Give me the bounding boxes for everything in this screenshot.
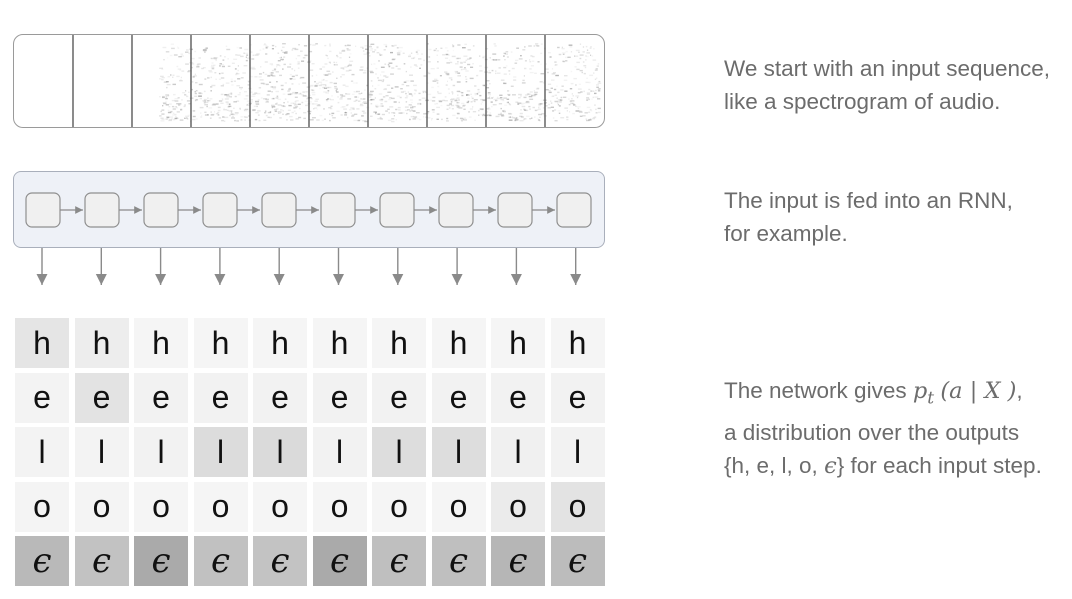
output-cell-l: l (312, 427, 367, 477)
output-cell-l: l (74, 427, 129, 477)
output-cell-e: e (15, 372, 69, 423)
output-cell-o: o (372, 481, 426, 532)
caption-input-line-1: We start with an input sequence, (724, 56, 1051, 81)
math-p: p (912, 378, 928, 404)
output-cell-h: h (74, 318, 129, 368)
output-cell-h: h (312, 318, 367, 368)
rnn-cell (379, 192, 415, 228)
caption-rnn: The input is fed into an RNN, for exampl… (724, 184, 1013, 250)
output-cell-h: h (15, 318, 69, 368)
output-cell-e: e (253, 372, 307, 423)
spectrogram-texture (159, 43, 602, 123)
caption-input: We start with an input sequence, like a … (724, 52, 1050, 118)
caption-output-line-3: {h, e, l, o, ϵ} for each input step. (724, 449, 1042, 483)
output-cell-o: o (550, 481, 605, 532)
output-cell-l: l (15, 427, 69, 477)
caption-output-set-suffix: } for each input step. (836, 452, 1042, 478)
output-cell-l: l (134, 427, 188, 477)
output-cell-epsilon: ϵ (74, 536, 129, 586)
output-cell-e: e (74, 372, 129, 423)
output-cell-e: e (491, 372, 545, 423)
output-cell-epsilon: ϵ (431, 536, 486, 586)
rnn-cell (202, 192, 238, 228)
math-epsilon: ϵ (824, 452, 837, 479)
caption-rnn-line-1: The input is fed into an RNN, (724, 188, 1013, 213)
rnn-cell (84, 192, 120, 228)
output-cell-h: h (550, 318, 605, 368)
caption-output-suffix: , (1016, 378, 1023, 403)
output-cell-e: e (550, 372, 605, 423)
caption-output: The network gives pt (a | X ), a distrib… (724, 374, 1042, 483)
output-cell-epsilon: ϵ (253, 536, 307, 586)
output-cell-e: e (312, 372, 367, 423)
spectrogram-box (13, 34, 605, 128)
output-cell-o: o (74, 481, 129, 532)
output-cell-epsilon: ϵ (491, 536, 545, 586)
output-cell-epsilon: ϵ (312, 536, 367, 586)
caption-output-set-prefix: {h, e, l, o, (724, 452, 825, 478)
rnn-cell (143, 192, 179, 228)
output-cell-l: l (550, 427, 605, 477)
caption-input-line-2: like a spectrogram of audio. (724, 89, 1001, 114)
output-cell-e: e (372, 372, 426, 423)
output-cell-l: l (372, 427, 426, 477)
output-cell-epsilon: ϵ (550, 536, 605, 586)
output-cell-h: h (134, 318, 188, 368)
output-cell-h: h (491, 318, 545, 368)
output-cell-o: o (431, 481, 486, 532)
rnn-cell (556, 192, 592, 228)
output-cell-h: h (431, 318, 486, 368)
caption-rnn-line-2: for example. (724, 221, 848, 246)
output-cell-o: o (193, 481, 248, 532)
rnn-band (13, 171, 605, 248)
output-cell-o: o (253, 481, 307, 532)
spectrogram-image (72, 35, 602, 127)
output-cell-l: l (253, 427, 307, 477)
output-cell-o: o (312, 481, 367, 532)
caption-output-prefix: The network gives (724, 378, 913, 403)
output-cell-l: l (431, 427, 486, 477)
output-cell-o: o (134, 481, 188, 532)
caption-output-line-1: The network gives pt (a | X ), (724, 378, 1023, 409)
caption-output-line-2: a distribution over the outputs (724, 419, 1020, 445)
rnn-cell (25, 192, 61, 228)
math-t: t (927, 388, 935, 409)
output-cell-epsilon: ϵ (193, 536, 248, 586)
output-cell-o: o (491, 481, 545, 532)
output-cell-h: h (253, 318, 307, 368)
rnn-cells (25, 192, 592, 228)
output-cell-h: h (372, 318, 426, 368)
output-cell-h: h (193, 318, 248, 368)
rnn-cell (438, 192, 474, 228)
output-cell-e: e (134, 372, 188, 423)
output-cell-l: l (193, 427, 248, 477)
output-cell-epsilon: ϵ (372, 536, 426, 586)
rnn-cell (320, 192, 356, 228)
output-cell-epsilon: ϵ (15, 536, 69, 586)
rnn-cell (497, 192, 533, 228)
output-cell-e: e (193, 372, 248, 423)
output-cell-l: l (491, 427, 545, 477)
rnn-cell (261, 192, 297, 228)
math-a: a (949, 378, 963, 404)
output-cell-epsilon: ϵ (134, 536, 188, 586)
math-x: X (984, 378, 1001, 404)
output-cell-o: o (15, 481, 69, 532)
output-cell-e: e (431, 372, 486, 423)
output-arrows (36, 248, 582, 285)
